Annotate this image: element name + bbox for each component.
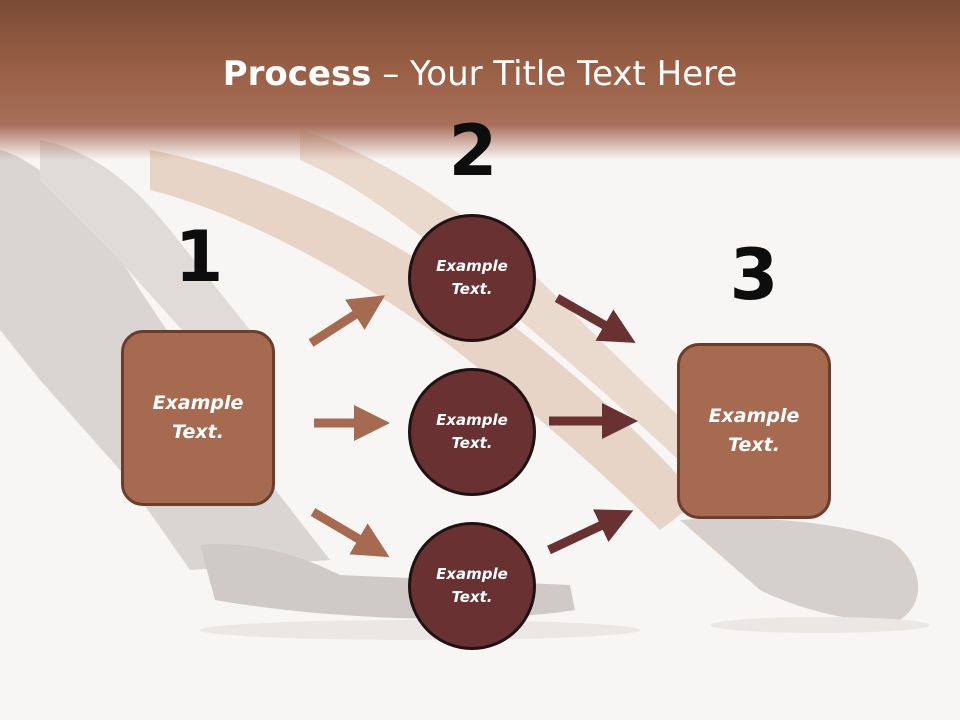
step-1-box: Example Text. (121, 330, 275, 506)
step-3-box: Example Text. (677, 343, 831, 519)
title-rest: – Your Title Text Here (371, 54, 738, 94)
arrow-left-to-bottom (310, 508, 390, 558)
arrow-top-to-right (554, 294, 636, 343)
circle-bottom-line2: Text. (451, 588, 493, 606)
arrow-bottom-to-right (547, 509, 634, 555)
step-number-3: 3 (729, 234, 779, 316)
slide-title: Process – Your Title Text Here (0, 52, 960, 96)
step-2-circle-middle: Example Text. (408, 368, 536, 496)
step-3-text-line1: Example (708, 405, 800, 427)
step-1-text-line2: Text. (172, 421, 224, 443)
circle-middle-line2: Text. (451, 434, 493, 452)
step-2-circle-bottom: Example Text. (408, 522, 536, 650)
circle-middle-line1: Example (436, 411, 508, 429)
step-1-text-line1: Example (152, 392, 244, 414)
circle-top-line2: Text. (451, 280, 493, 298)
step-number-2: 2 (448, 110, 498, 192)
step-number-1: 1 (174, 216, 224, 298)
header-band (0, 0, 960, 160)
arrow-left-to-top (308, 295, 386, 347)
circle-top-line1: Example (436, 257, 508, 275)
step-3-text-line2: Text. (728, 434, 780, 456)
step-2-circle-top: Example Text. (408, 214, 536, 342)
title-bold: Process (222, 54, 372, 94)
circle-bottom-line1: Example (436, 565, 508, 583)
